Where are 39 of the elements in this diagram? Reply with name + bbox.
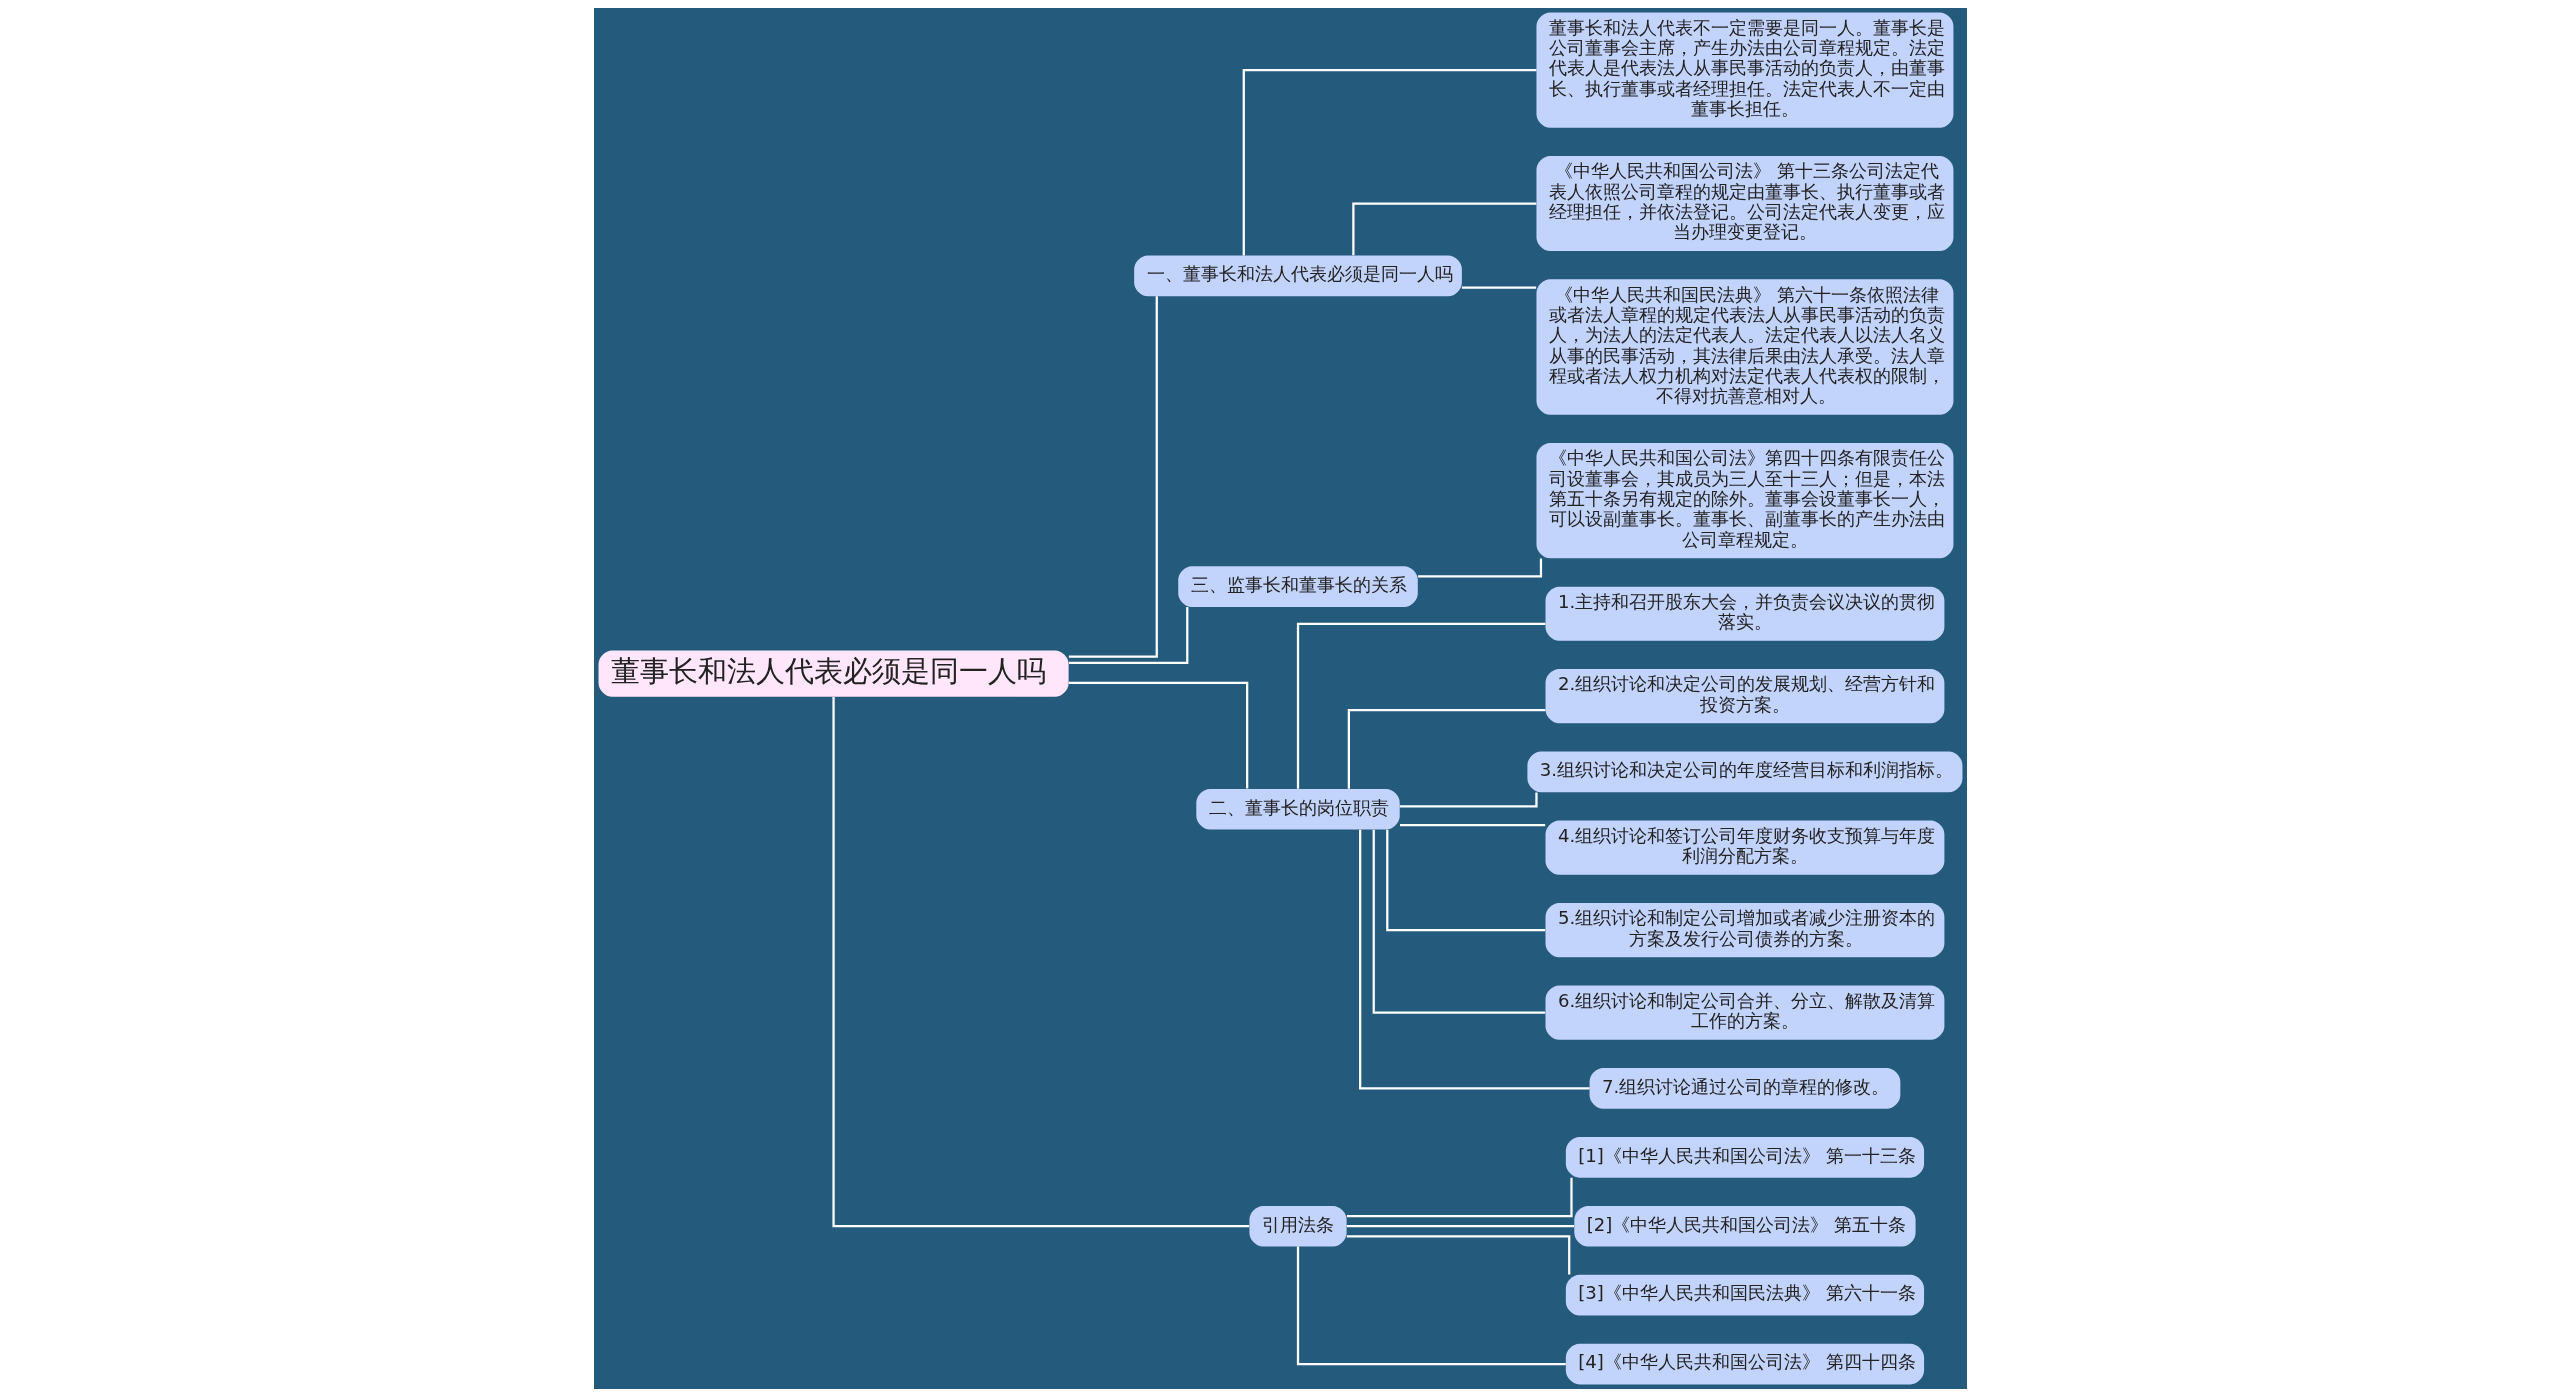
node-box: 5.组织讨论和制定公司增加或者减少注册资本的方案及发行公司债券的方案。: [1545, 903, 1944, 958]
node-box: 7.组织讨论通过公司的章程的修改。: [1589, 1068, 1900, 1109]
connector: [1399, 823, 1545, 827]
connector: [1372, 829, 1545, 1014]
node-box: [2]《中华人民共和国公司法》 第五十条: [1573, 1205, 1916, 1247]
connector: [1242, 69, 1536, 256]
connector: [1068, 607, 1188, 665]
node-box: 4.组织讨论和签订公司年度财务收支预算与年度利润分配方案。: [1545, 820, 1944, 875]
node-box: 二、董事长的岗位职责: [1195, 788, 1400, 830]
node-box: 一、董事长和法人代表必须是同一人吗: [1133, 255, 1462, 297]
node-box: 董事长和法人代表不一定需要是同一人。董事长是公司董事会主席，产生办法由公司章程规定。法定代表人是代表法人从事民事活动的负责人，由董事长、执行董事或者经理担任。法定代表人不一定由董事长担任。: [1535, 12, 1953, 128]
node-box: 《中华人民共和国公司法》 第十三条公司法定代表人依照公司章程的规定由董事长、执行董事或者经理担任，并依法登记。公司法定代表人变更，应当办理变更登记。: [1535, 156, 1953, 251]
connector: [1346, 1177, 1573, 1218]
node-box: 2.组织讨论和决定公司的发展规划、经营方针和投资方案。: [1545, 669, 1944, 724]
node-box: [4]《中华人民共和国公司法》 第四十四条: [1565, 1343, 1924, 1385]
connector: [1346, 1235, 1570, 1275]
connector: [1296, 622, 1545, 789]
connector: [831, 697, 1249, 1228]
connector: [1346, 1225, 1574, 1228]
node-box: 《中华人民共和国公司法》第四十四条有限责任公司设董事会，其成员为三人至十三人；但是，本法第五十条另有规定的除外。董事会设董事长一人，可以设副董事长。董事长、副董事长的产生办法由公司章程规定。: [1535, 443, 1953, 559]
connector: [1068, 681, 1248, 789]
node-box: 1.主持和召开股东大会，并负责会议决议的贯彻落实。: [1545, 586, 1944, 641]
connector: [1461, 286, 1536, 289]
node-box: 《中华人民共和国民法典》 第六十一条依照法律或者法人章程的规定代表法人从事民事活动的负责人，为法人的法定代表人。法定代表人以法人名义从事的民事活动，其法律后果由法人承受。法人章程或者法人权力机构对法定代表人代表权的限制，不得对抗善意相对人。: [1535, 279, 1953, 415]
node-box: 6.组织讨论和制定公司合并、分立、解散及清算工作的方案。: [1545, 985, 1944, 1040]
node-box: 三、监事长和董事长的关系: [1177, 566, 1418, 607]
connector: [1068, 296, 1158, 658]
connector: [1347, 708, 1545, 789]
node-box: 董事长和法人代表必须是同一人吗: [598, 650, 1069, 697]
node-box: 引用法条: [1248, 1205, 1347, 1247]
connector: [1417, 558, 1542, 578]
node-box: [3]《中华人民共和国民法典》 第六十一条: [1565, 1274, 1924, 1316]
connector: [1358, 829, 1590, 1090]
connector: [1296, 1246, 1566, 1366]
connector: [1385, 829, 1545, 932]
connector: [1399, 792, 1538, 808]
connector: [1351, 202, 1536, 256]
node-box: 3.组织讨论和决定公司的年度经营目标和利润指标。: [1526, 751, 1962, 793]
node-box: [1]《中华人民共和国公司法》 第一十三条: [1565, 1136, 1924, 1178]
